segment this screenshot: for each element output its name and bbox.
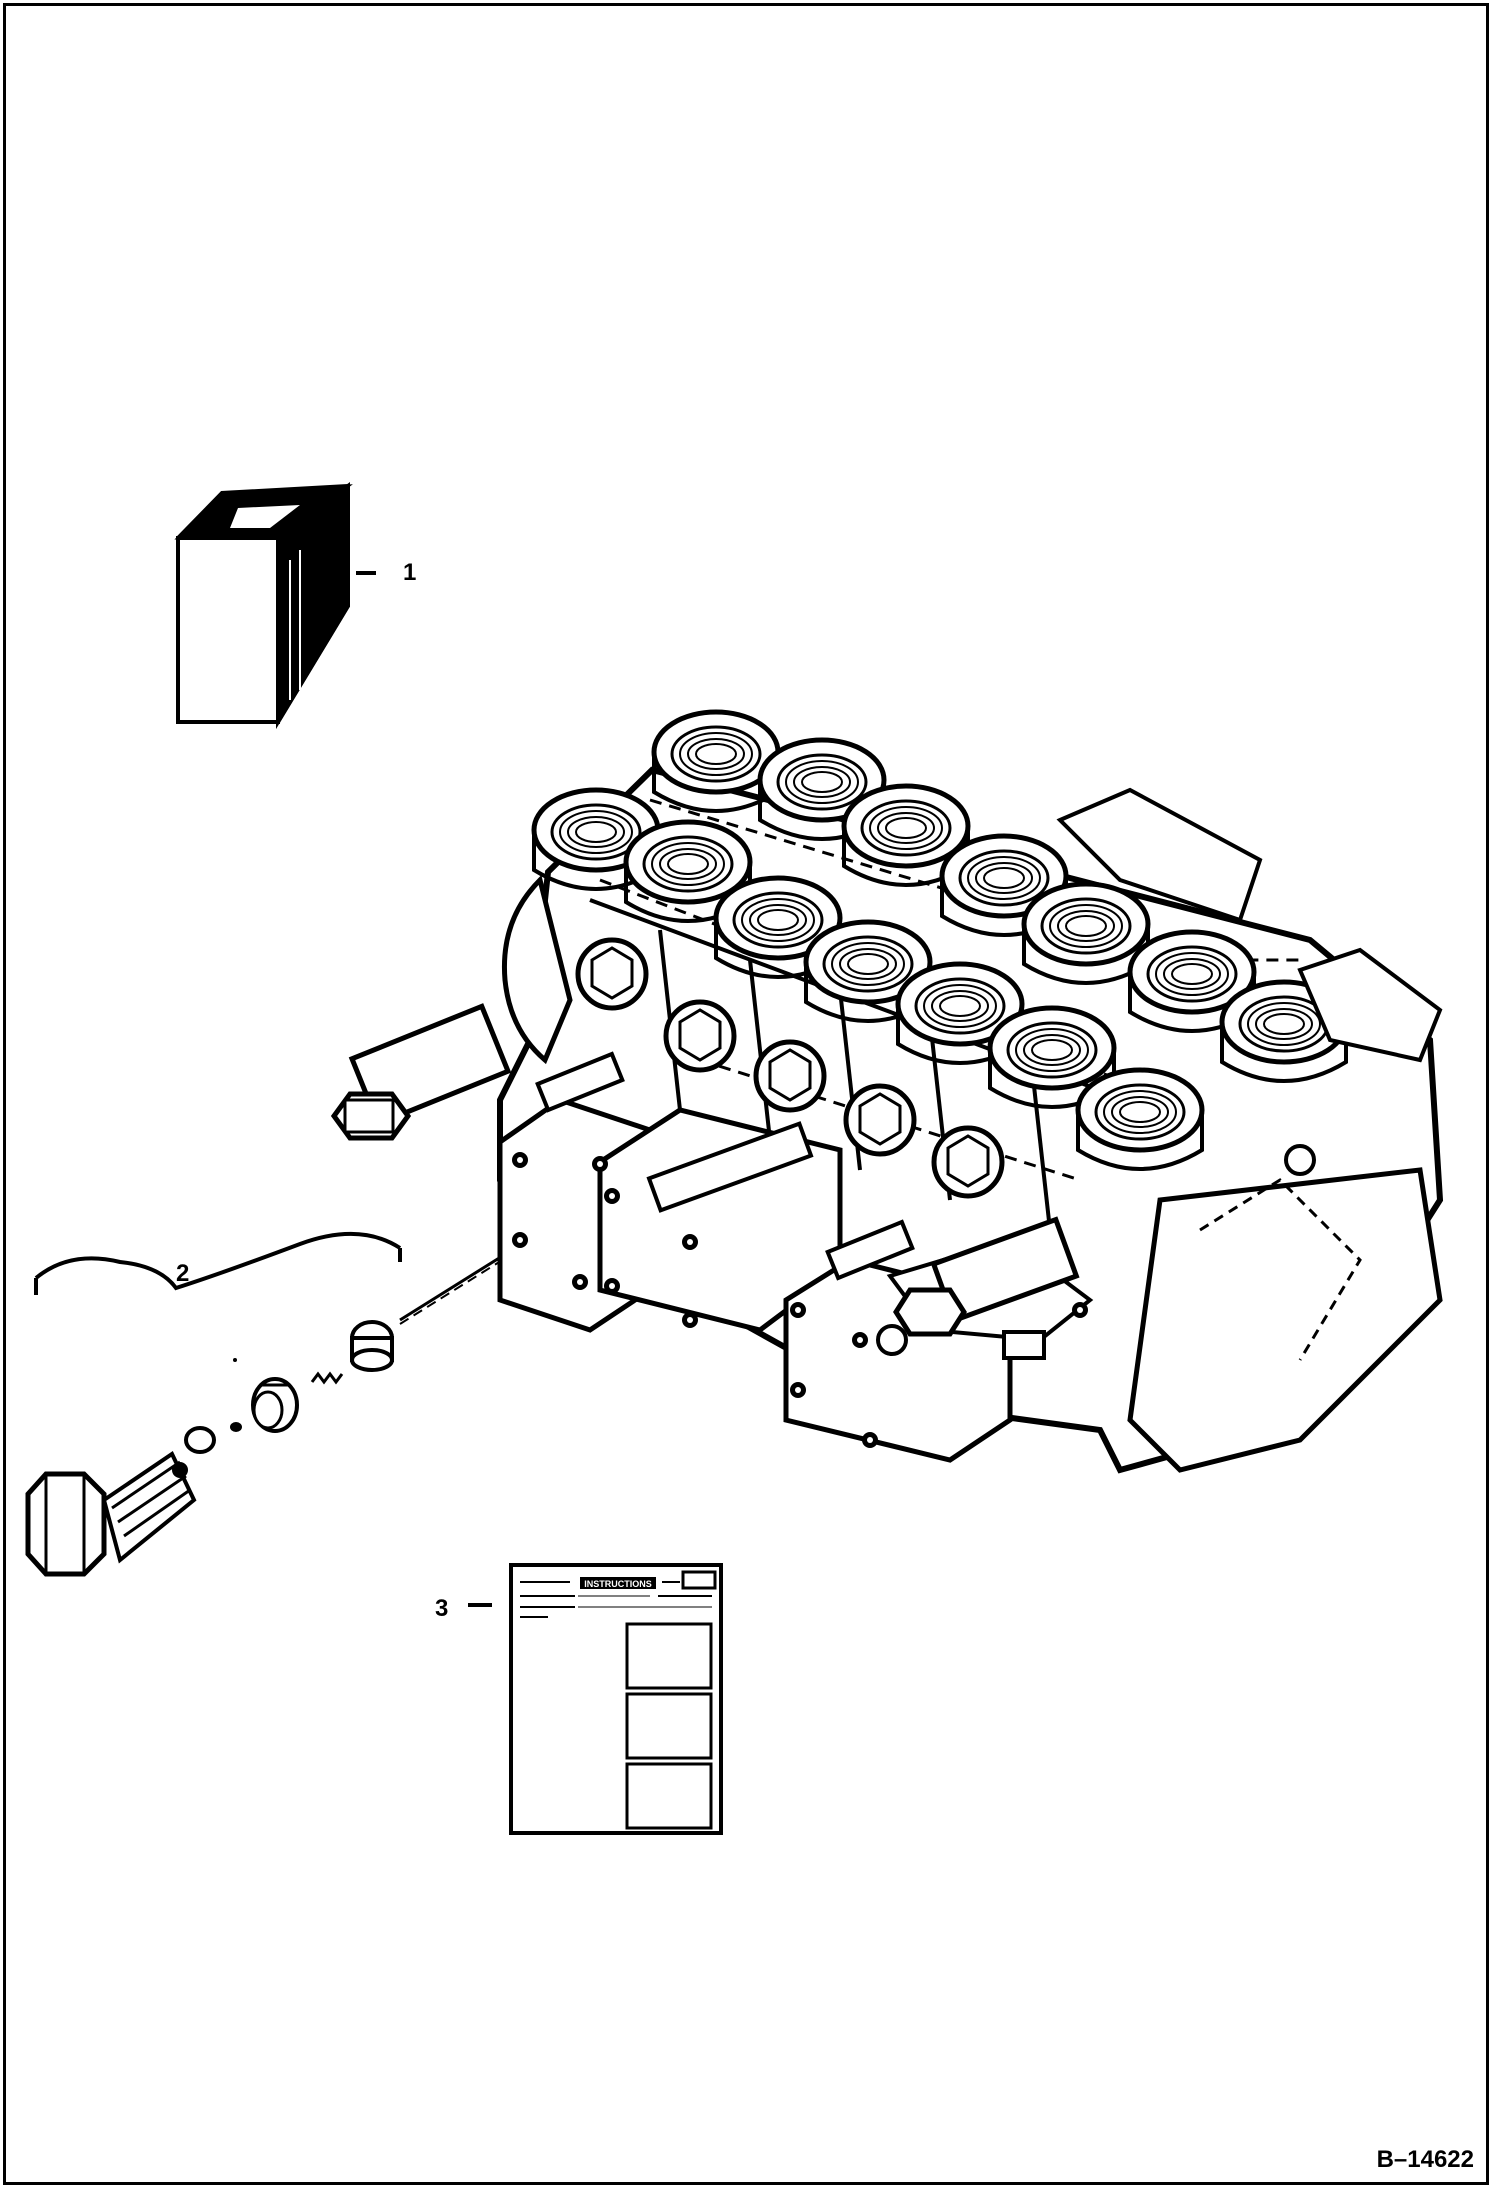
callout-3: 3	[435, 1595, 449, 1622]
spool-pin-left	[535, 1051, 625, 1113]
seal-kit-box	[174, 482, 353, 730]
figure-id: B–14622	[1376, 2146, 1474, 2173]
spool-pin-right	[825, 1219, 915, 1281]
spool-cap-left	[497, 1097, 843, 1333]
instruction-sheet	[509, 1563, 723, 1835]
relief-valve-right	[876, 1216, 1080, 1360]
callout-1: 1	[403, 559, 417, 586]
callout-2: 2	[176, 1260, 190, 1287]
control-valve-assembly	[330, 712, 1444, 1474]
relief-valve-cartridge	[25, 1168, 641, 1577]
